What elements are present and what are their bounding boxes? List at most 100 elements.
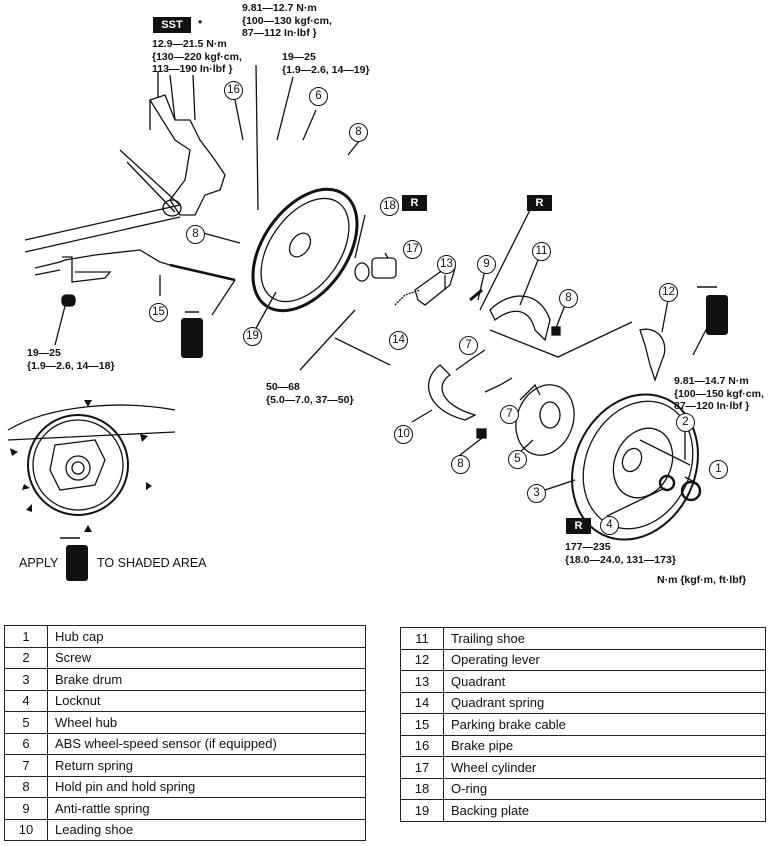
callout-7: 7 — [500, 405, 519, 424]
backing-plate-hub-hole — [288, 232, 312, 258]
part-name: Hub cap — [47, 625, 366, 648]
lever-link — [489, 321, 633, 358]
part-name: Brake pipe — [443, 734, 766, 757]
leader — [479, 199, 536, 311]
leader — [234, 99, 244, 141]
brake-drum-face — [612, 427, 674, 499]
replace-badge: R — [402, 195, 427, 211]
leader — [334, 337, 391, 366]
backing-plate — [251, 187, 359, 313]
shaded-area-label: TO SHADED AREA — [97, 556, 207, 570]
wheel-hub — [515, 384, 575, 456]
callout-2: 2 — [676, 413, 695, 432]
part-name: Parking brake cable — [443, 713, 766, 736]
part-number: 13 — [400, 670, 444, 693]
torque-spec-drum-screw: 9.81—14.7 N·m {100—150 kgf·cm, 87—120 In… — [674, 375, 764, 412]
leader — [684, 476, 699, 485]
callout-12: 12 — [659, 283, 678, 302]
callout-14: 14 — [389, 331, 408, 350]
part-number: 11 — [400, 627, 444, 650]
part-number: 5 — [4, 711, 48, 734]
part-number: 7 — [4, 754, 48, 777]
part-name: Wheel cylinder — [443, 756, 766, 779]
leader — [54, 305, 66, 346]
strut-mount — [149, 72, 159, 130]
part-name: Quadrant spring — [443, 691, 766, 714]
brake-drum-center — [621, 447, 643, 473]
part-name: Brake drum — [47, 668, 366, 691]
leader — [519, 254, 541, 306]
knuckle-bracket — [149, 94, 226, 216]
leader — [477, 269, 486, 301]
callout-7: 7 — [459, 336, 478, 355]
apply-label: APPLY — [19, 556, 59, 570]
drum-screw — [639, 439, 691, 466]
callout-18: 18 — [380, 197, 399, 216]
replace-badge: R — [566, 518, 591, 534]
callout-13: 13 — [437, 255, 456, 274]
sst-marker: • — [198, 15, 203, 29]
units-note: N·m {kgf·m, ft·lbf} — [657, 574, 747, 586]
wheel-hub-bore — [539, 401, 561, 429]
part-name: Leading shoe — [47, 818, 366, 841]
grease-tube-icon — [181, 318, 203, 358]
part-name: O-ring — [443, 777, 766, 800]
part-name: Screw — [47, 646, 366, 669]
part-name: Return spring — [47, 754, 366, 777]
o-ring — [354, 262, 370, 282]
leader — [192, 74, 196, 121]
part-name: Trailing shoe — [443, 627, 766, 650]
trailing-arm-upper — [119, 149, 181, 206]
leader — [169, 74, 176, 121]
callout-16: 16 — [224, 81, 243, 100]
replace-badge: R — [527, 195, 552, 211]
torque-spec-backing-plate: 50—68 {5.0—7.0, 37—50} — [266, 381, 354, 406]
leader — [202, 232, 241, 244]
callout-11: 11 — [532, 242, 551, 261]
part-number: 8 — [4, 775, 48, 798]
leader — [211, 279, 236, 316]
trailing-arm-lower — [126, 161, 176, 213]
leader — [299, 309, 356, 371]
return-spring-upper — [455, 349, 486, 371]
axle-bushing — [162, 199, 182, 217]
part-number: 17 — [400, 756, 444, 779]
callout-8: 8 — [349, 123, 368, 142]
leader — [347, 139, 361, 156]
part-number: 12 — [400, 648, 444, 671]
part-number: 2 — [4, 646, 48, 669]
leader — [254, 291, 277, 331]
leader — [411, 409, 433, 423]
part-name: Anti-rattle spring — [47, 797, 366, 820]
part-name: Operating lever — [443, 648, 766, 671]
grease-tube-icons — [60, 286, 728, 581]
brake-drum — [571, 393, 699, 541]
hub-cap — [680, 480, 702, 502]
return-spring-lower — [484, 377, 513, 393]
torque-spec-locknut: 177—235 {18.0—24.0, 131—173} — [565, 541, 676, 566]
callout-8: 8 — [559, 289, 578, 308]
inset-shaded-area-view — [7, 400, 176, 532]
callout-8: 8 — [451, 455, 470, 474]
part-number: 16 — [400, 734, 444, 757]
locknut — [658, 474, 676, 492]
bracket-nut — [61, 294, 76, 307]
leader — [354, 214, 366, 259]
torque-spec-cable-bracket: 19—25 {1.9—2.6, 14—18} — [27, 347, 115, 372]
callout-5: 5 — [508, 450, 527, 469]
